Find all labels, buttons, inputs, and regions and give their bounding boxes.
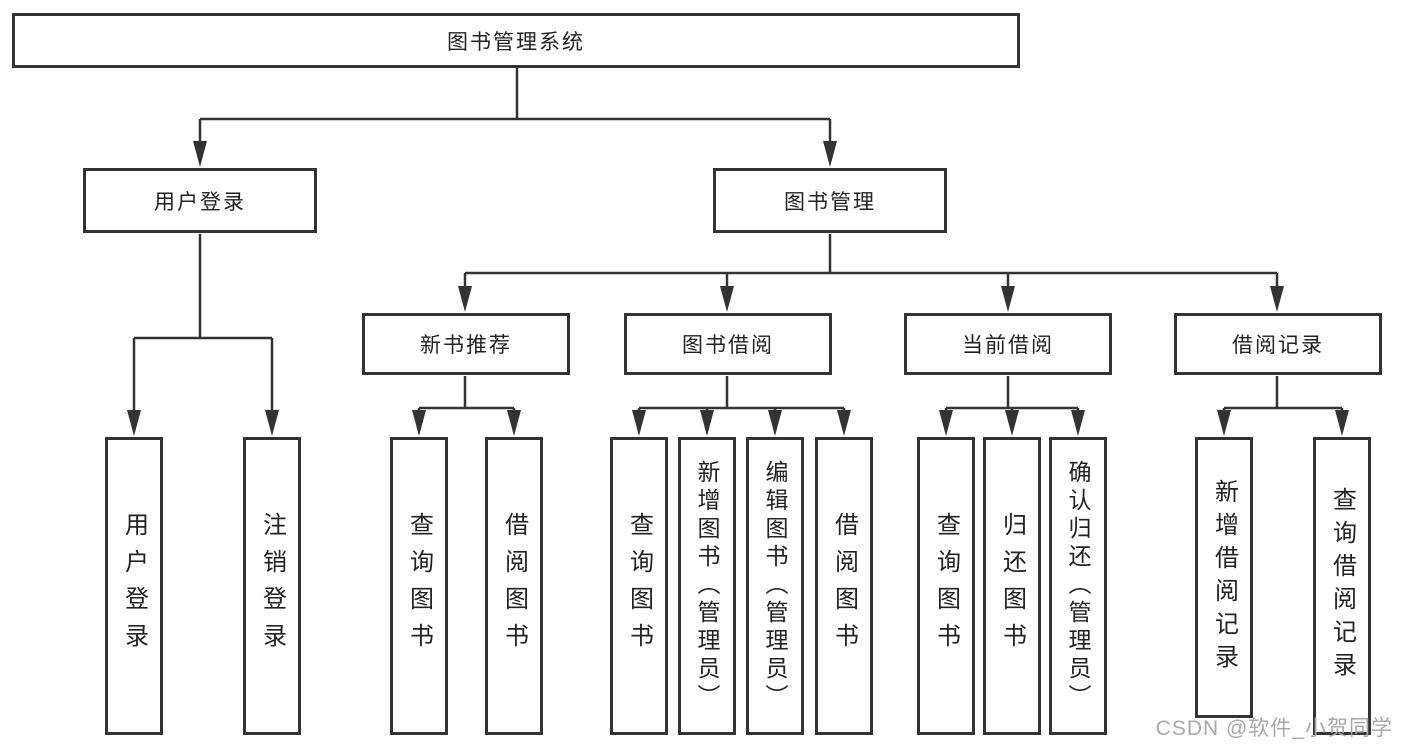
leaf-confirm-return-admin: 确认归还（管理员）	[1049, 437, 1107, 735]
leaf-query-book: 查询图书	[917, 437, 975, 735]
node-borrow-record: 借阅记录	[1174, 313, 1382, 375]
watermark: CSDN @软件_小贺同学	[1155, 717, 1393, 740]
leaf-user-login: 用户登录	[105, 437, 163, 735]
node-label: 用户登录	[154, 190, 246, 214]
node-new-book-recommend: 新书推荐	[362, 313, 570, 375]
node-book-borrow: 图书借阅	[624, 313, 832, 375]
leaf-query-book: 查询图书	[390, 437, 448, 735]
node-label: 图书管理系统	[447, 30, 585, 54]
node-label: 新书推荐	[420, 334, 512, 357]
leaf-borrow-book: 借阅图书	[485, 437, 543, 735]
node-system-root: 图书管理系统	[12, 13, 1020, 68]
leaf-logout: 注销登录	[243, 437, 301, 735]
leaf-return-book: 归还图书	[983, 437, 1041, 735]
node-label: 图书借阅	[682, 334, 774, 357]
leaf-add-book-admin: 新增图书（管理员）	[678, 437, 736, 735]
leaf-add-borrow-record: 新增借阅记录	[1195, 437, 1253, 718]
node-current-borrow: 当前借阅	[904, 313, 1112, 375]
leaf-query-borrow-record: 查询借阅记录	[1313, 437, 1371, 735]
leaf-query-book: 查询图书	[610, 437, 668, 735]
leaf-edit-book-admin: 编辑图书（管理员）	[746, 437, 804, 735]
node-label: 图书管理	[784, 190, 876, 214]
node-label: 借阅记录	[1232, 334, 1324, 357]
node-user-login: 用户登录	[83, 168, 317, 233]
node-label: 当前借阅	[962, 334, 1054, 357]
node-book-management: 图书管理	[713, 168, 947, 233]
leaf-borrow-book: 借阅图书	[815, 437, 873, 735]
